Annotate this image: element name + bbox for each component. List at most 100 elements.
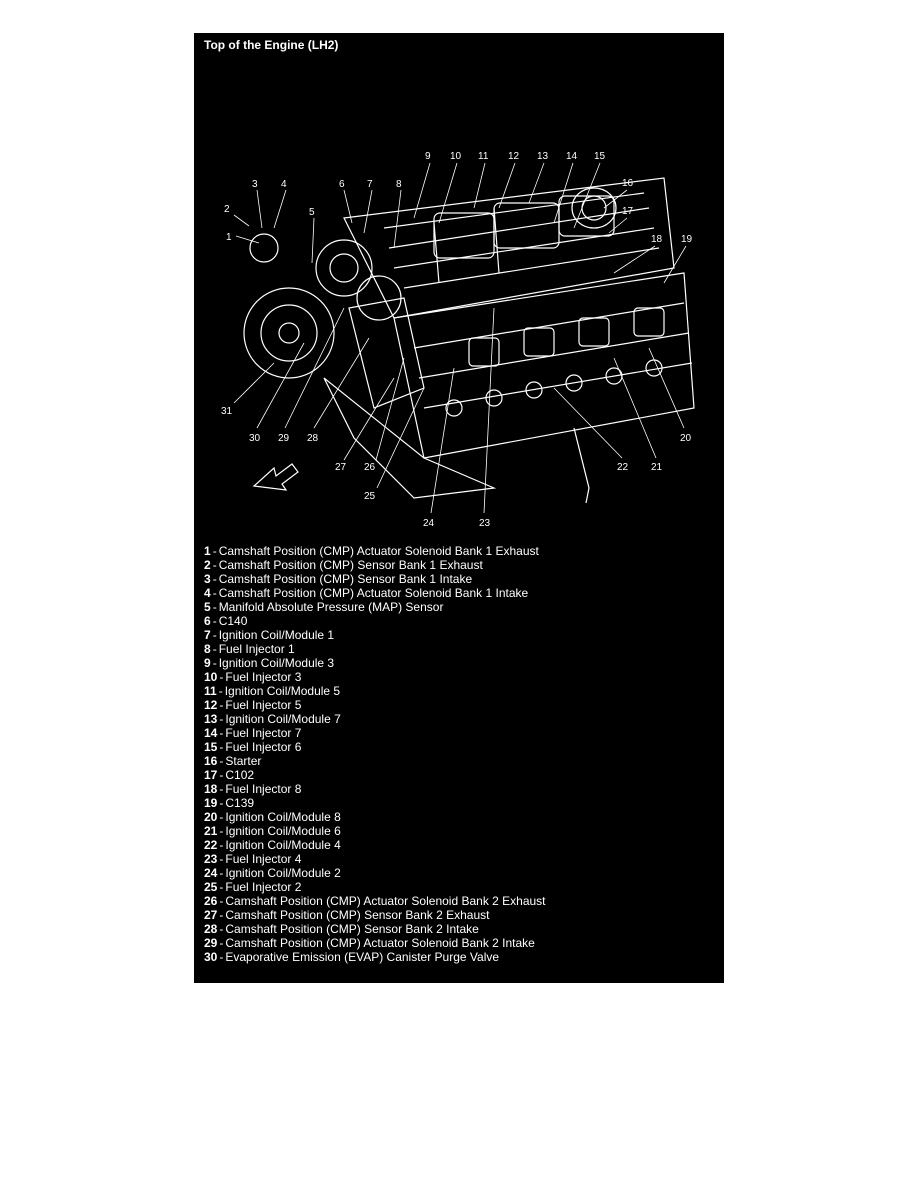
legend-item-number: 17 — [204, 768, 218, 782]
legend-item-number: 26 — [204, 894, 218, 908]
legend-item-number: 22 — [204, 838, 218, 852]
legend-item-separator: - — [219, 908, 224, 922]
legend-item-separator: - — [212, 572, 217, 586]
front-direction-arrow-icon — [252, 463, 299, 491]
callout-11: 11 — [478, 151, 489, 162]
callout-26: 26 — [364, 462, 376, 473]
legend-item-text: Ignition Coil/Module 1 — [218, 628, 335, 642]
legend-item: 25-Fuel Injector 2 — [204, 880, 719, 894]
legend-item-separator: - — [219, 768, 224, 782]
callout-4: 4 — [281, 179, 287, 190]
legend-item-separator: - — [219, 922, 224, 936]
legend-item-separator: - — [219, 670, 224, 684]
legend-item-separator: - — [219, 852, 224, 866]
legend-item: 4-Camshaft Position (CMP) Actuator Solen… — [204, 586, 719, 600]
legend-item: 20-Ignition Coil/Module 8 — [204, 810, 719, 824]
legend-item-text: Fuel Injector 8 — [225, 782, 302, 796]
legend-item-number: 2 — [204, 558, 211, 572]
legend-item-text: Camshaft Position (CMP) Sensor Bank 1 In… — [218, 572, 473, 586]
legend-item: 2-Camshaft Position (CMP) Sensor Bank 1 … — [204, 558, 719, 572]
legend-item-number: 10 — [204, 670, 218, 684]
legend-item: 30-Evaporative Emission (EVAP) Canister … — [204, 950, 719, 964]
callout-16: 16 — [622, 178, 634, 189]
legend-item: 10-Fuel Injector 3 — [204, 670, 719, 684]
legend-item: 6-C140 — [204, 614, 719, 628]
legend-item: 17-C102 — [204, 768, 719, 782]
callout-6: 6 — [339, 179, 345, 190]
legend-item-text: Ignition Coil/Module 8 — [225, 810, 341, 824]
legend-item-separator: - — [219, 880, 224, 894]
legend-item-number: 30 — [204, 950, 218, 964]
legend-item-separator: - — [219, 950, 224, 964]
legend-item: 11-Ignition Coil/Module 5 — [204, 684, 719, 698]
callout-14: 14 — [566, 151, 578, 162]
legend-item: 28-Camshaft Position (CMP) Sensor Bank 2… — [204, 922, 719, 936]
legend-item-text: C140 — [218, 614, 248, 628]
legend-item: 22-Ignition Coil/Module 4 — [204, 838, 719, 852]
callout-25: 25 — [364, 491, 376, 502]
callout-17: 17 — [622, 206, 634, 217]
legend-item-separator: - — [219, 894, 224, 908]
legend-item-separator: - — [212, 558, 217, 572]
legend-item-number: 28 — [204, 922, 218, 936]
callout-13: 13 — [537, 151, 549, 162]
legend-item: 15-Fuel Injector 6 — [204, 740, 719, 754]
legend-item: 21-Ignition Coil/Module 6 — [204, 824, 719, 838]
legend-item-text: Ignition Coil/Module 7 — [225, 712, 341, 726]
legend-item-text: Fuel Injector 7 — [225, 726, 302, 740]
legend-item-separator: - — [212, 614, 217, 628]
legend-item-number: 18 — [204, 782, 218, 796]
legend-item: 7-Ignition Coil/Module 1 — [204, 628, 719, 642]
legend-item-number: 13 — [204, 712, 218, 726]
legend-item-number: 14 — [204, 726, 218, 740]
legend-item-text: Camshaft Position (CMP) Sensor Bank 2 Ex… — [225, 908, 490, 922]
callout-2: 2 — [224, 204, 230, 215]
legend-item-text: Camshaft Position (CMP) Actuator Solenoi… — [225, 894, 546, 908]
legend-item: 16-Starter — [204, 754, 719, 768]
callout-22: 22 — [617, 462, 629, 473]
callout-8: 8 — [396, 179, 402, 190]
legend-item-separator: - — [219, 936, 224, 950]
legend-item-number: 20 — [204, 810, 218, 824]
callout-23: 23 — [479, 518, 491, 529]
legend-item-number: 6 — [204, 614, 211, 628]
legend-list: 1-Camshaft Position (CMP) Actuator Solen… — [204, 544, 719, 964]
legend-item: 29-Camshaft Position (CMP) Actuator Sole… — [204, 936, 719, 950]
callout-20: 20 — [680, 433, 692, 444]
callout-1: 1 — [226, 232, 232, 243]
callout-30: 30 — [249, 433, 261, 444]
legend-item-text: Fuel Injector 5 — [225, 698, 302, 712]
legend-item-number: 12 — [204, 698, 218, 712]
legend-item-separator: - — [219, 796, 224, 810]
engine-drawing — [243, 177, 695, 504]
legend-item-number: 5 — [204, 600, 211, 614]
legend-item-separator: - — [219, 754, 224, 768]
legend-item-number: 25 — [204, 880, 218, 894]
callout-5: 5 — [309, 207, 315, 218]
legend-item: 27-Camshaft Position (CMP) Sensor Bank 2… — [204, 908, 719, 922]
legend-item-separator: - — [212, 628, 217, 642]
callout-19: 19 — [681, 234, 693, 245]
legend-item-separator: - — [219, 726, 224, 740]
legend-item: 3-Camshaft Position (CMP) Sensor Bank 1 … — [204, 572, 719, 586]
callout-27: 27 — [335, 462, 347, 473]
legend-item-text: Camshaft Position (CMP) Actuator Solenoi… — [218, 586, 529, 600]
legend-item: 24-Ignition Coil/Module 2 — [204, 866, 719, 880]
legend-item-text: Fuel Injector 2 — [225, 880, 302, 894]
legend-item-number: 8 — [204, 642, 211, 656]
legend-item-separator: - — [219, 838, 224, 852]
legend-item-number: 19 — [204, 796, 218, 810]
legend-item: 23-Fuel Injector 4 — [204, 852, 719, 866]
legend-item-number: 1 — [204, 544, 211, 558]
legend-item-number: 27 — [204, 908, 218, 922]
legend-item-number: 29 — [204, 936, 218, 950]
callout-15: 15 — [594, 151, 606, 162]
leader-lines — [233, 162, 687, 514]
legend-item-separator: - — [219, 698, 224, 712]
legend-item-text: Ignition Coil/Module 4 — [225, 838, 341, 852]
legend-item-text: Fuel Injector 3 — [225, 670, 302, 684]
legend-item-number: 15 — [204, 740, 218, 754]
callout-31: 31 — [221, 406, 233, 417]
legend-item-text: Fuel Injector 1 — [218, 642, 295, 656]
legend-item-separator: - — [212, 656, 217, 670]
